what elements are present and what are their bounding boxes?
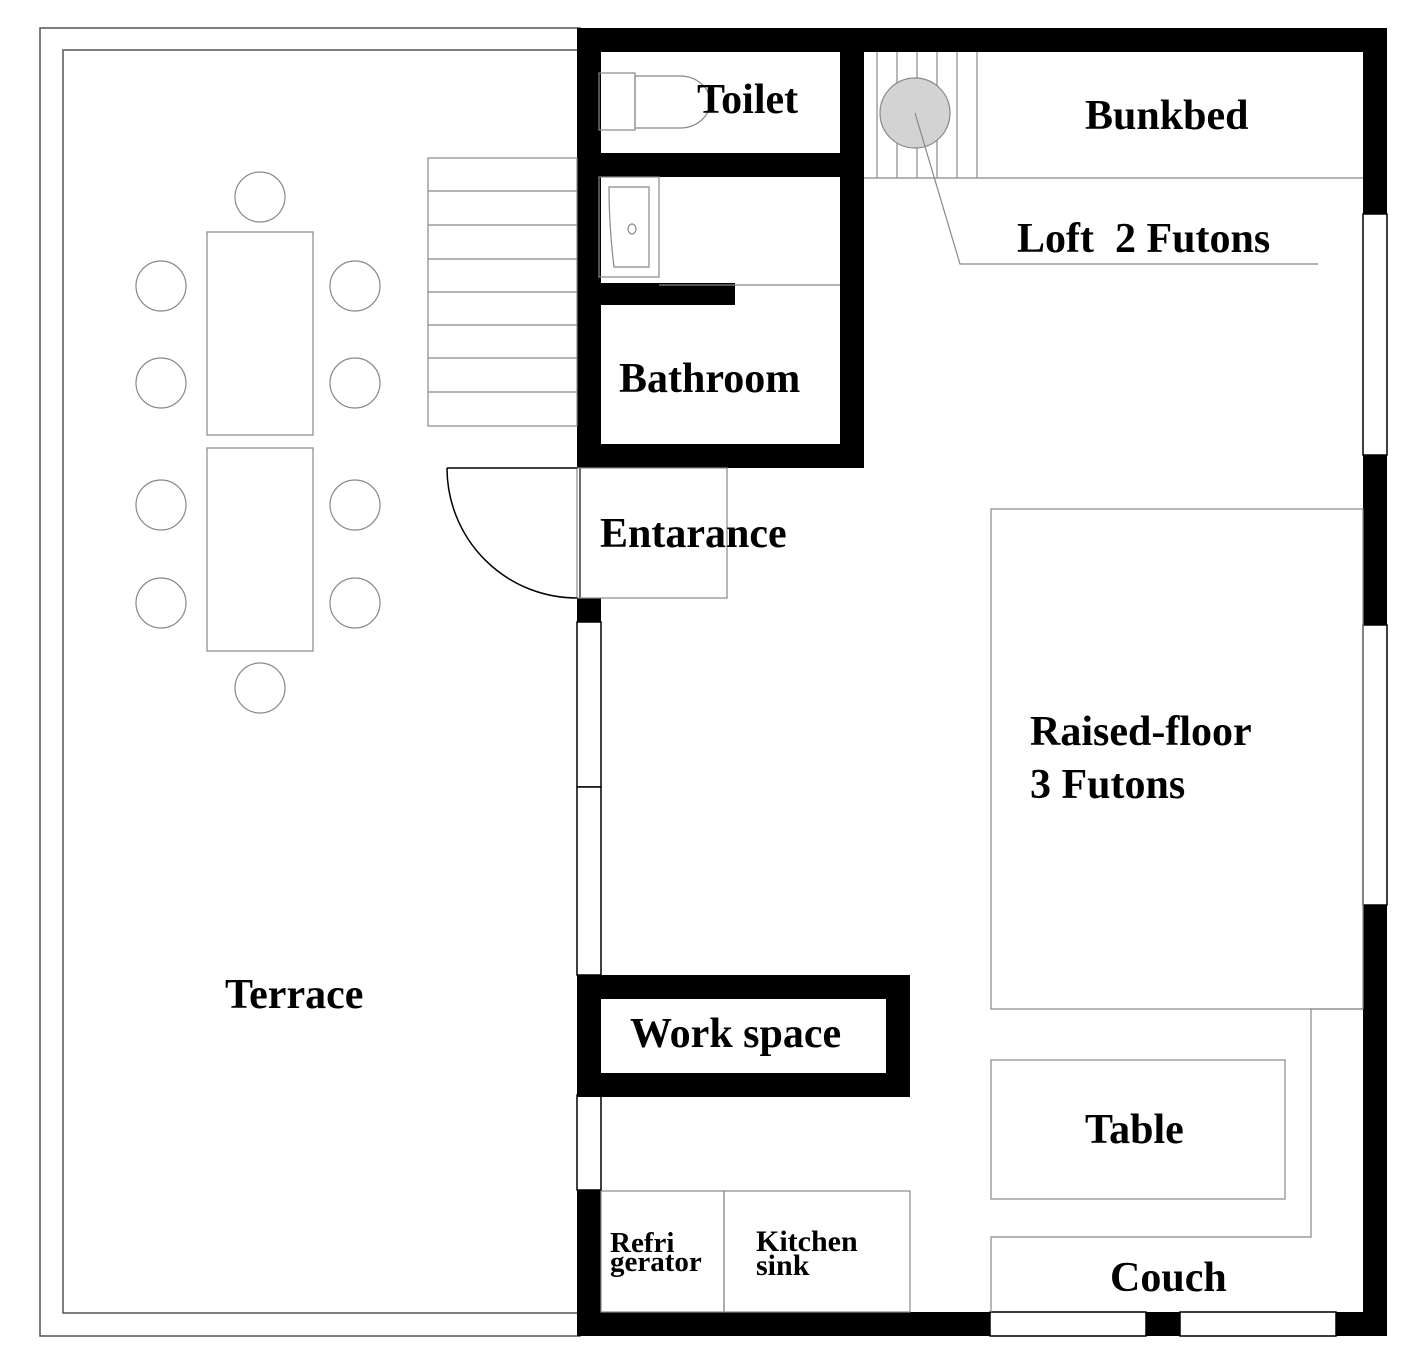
refrigerator-label-line2: gerator — [610, 1246, 702, 1278]
terrace-stairs — [427, 157, 578, 427]
entrance-label: Entarance — [600, 511, 787, 557]
sink-fixture — [598, 176, 840, 286]
table-label: Table — [1085, 1107, 1184, 1153]
table — [990, 1059, 1286, 1200]
terrace-label: Terrace — [225, 972, 363, 1018]
raised-floor — [990, 508, 1364, 1010]
kitchen — [600, 1190, 911, 1313]
work-space-label: Work space — [630, 1011, 841, 1057]
bathroom-walls — [577, 28, 864, 468]
bunkbed-label: Bunkbed — [1085, 93, 1248, 139]
windows — [576, 213, 1388, 1337]
kitchen-sink-label-line2: sink — [756, 1249, 810, 1282]
couch — [990, 1008, 1363, 1312]
terrace-area — [39, 27, 581, 1337]
terrace-tables — [206, 231, 314, 652]
couch-label: Couch — [1110, 1255, 1227, 1301]
bathroom-label: Bathroom — [619, 356, 800, 402]
loft-ladder — [864, 52, 1363, 265]
loft-label: Loft 2 Futons — [1017, 216, 1270, 262]
entrance-door — [446, 467, 728, 599]
toilet-fixture — [598, 72, 711, 131]
refrigerator-label-line1: Refri — [610, 1227, 674, 1259]
kitchen-sink-label-line1: Kitchen — [756, 1225, 858, 1258]
work-space-walls — [577, 975, 910, 1097]
terrace-chairs — [135, 171, 381, 714]
raised-floor-label-line2: 3 Futons — [1030, 762, 1185, 808]
raised-floor-label-line1: Raised-floor — [1030, 709, 1252, 755]
toilet-label: Toilet — [697, 77, 798, 123]
